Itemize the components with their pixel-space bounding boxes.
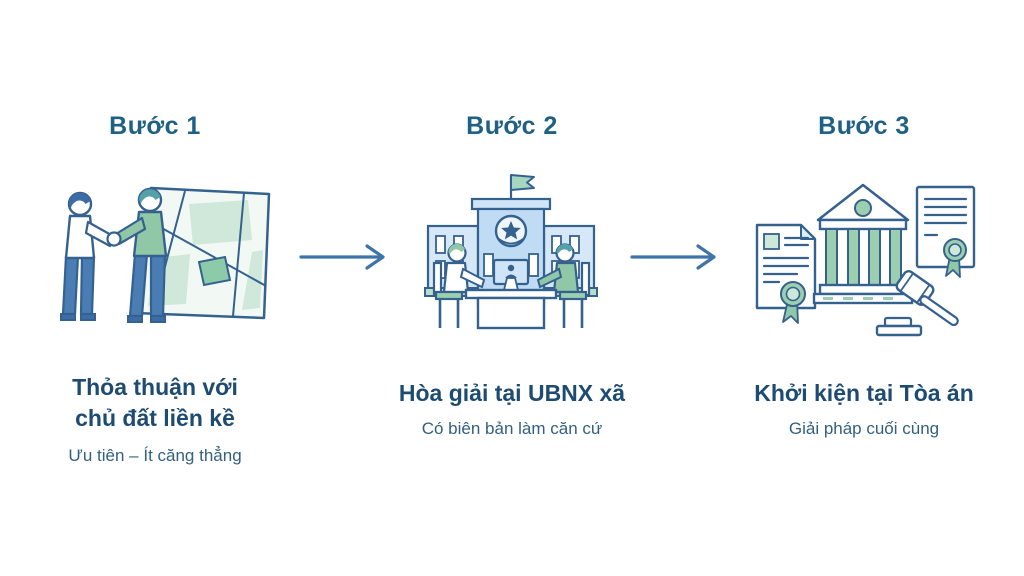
courthouse-illustration <box>755 183 976 337</box>
arrow-right-icon <box>297 242 393 277</box>
flag-icon <box>509 174 535 202</box>
step-1-title: Bước 1 <box>109 112 201 140</box>
step-2-heading: Hòa giải tại UBNX xã <box>398 380 626 406</box>
step-1-column: Bước 1 <box>15 0 295 576</box>
mediation-meeting <box>432 243 591 330</box>
step-2-subtitle: Có biên bản làm căn cứ <box>421 419 603 438</box>
certificate-left-icon <box>755 223 817 324</box>
step-3-title: Bước 3 <box>818 112 910 140</box>
person-right <box>106 187 168 323</box>
handshake-hands <box>106 231 122 247</box>
handshake-map-illustration <box>60 186 271 323</box>
commune-office-mediation-icon <box>414 166 609 351</box>
step-2-title: Bước 2 <box>466 112 558 140</box>
courthouse-gavel-icon <box>747 170 982 360</box>
step-1-subtitle: Ưu tiên – Ít căng thẳng <box>68 446 242 465</box>
step-3-subtitle: Giải pháp cuối cùng <box>788 419 940 438</box>
commune-office-illustration <box>424 174 598 330</box>
step-3-column: Bước 3 <box>724 0 1004 576</box>
step-1-heading: Thỏa thuận với chủ đất liền kề <box>72 374 238 431</box>
certificate-right-icon <box>915 185 976 278</box>
gavel-icon <box>875 270 959 337</box>
step-3-heading: Khởi kiện tại Tòa án <box>754 380 974 406</box>
arrow-right-icon <box>628 242 724 277</box>
meeting-table <box>464 288 558 300</box>
step-2-column: Bước 2 <box>372 0 652 576</box>
person-left <box>60 191 115 321</box>
handshake-map-icon <box>39 168 274 363</box>
